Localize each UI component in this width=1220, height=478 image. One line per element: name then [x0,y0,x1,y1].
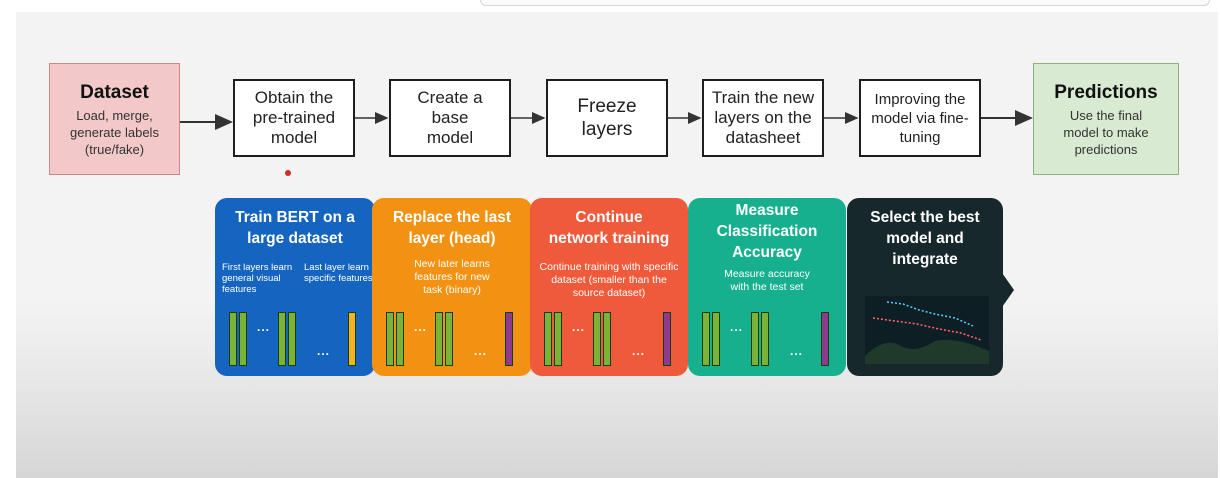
ellipsis: ... [474,344,488,358]
ellipsis: ... [414,320,428,334]
card-title: Continue network training [548,209,670,247]
card-title: Train BERT on a large dataset [235,209,355,247]
green-layer [239,312,247,366]
last-layer [505,312,513,366]
step-label: Obtain the pre-trained model [252,88,336,147]
green-layer [544,312,552,366]
green-layer [593,312,601,366]
last-layer [821,312,829,366]
step-fine-tuning: Improving the model via fine-tuning [859,79,981,157]
step-create-base-model: Create a base model [389,79,511,157]
green-layer [386,312,394,366]
dataset-description: Load, merge, generate labels (true/fake) [70,107,159,157]
green-layer [445,312,453,366]
step-freeze-layers: Freeze layers [546,79,668,157]
green-layer [278,312,286,366]
card-sub-first-layers: First layers learn general visual featur… [222,262,293,295]
green-layer [761,312,769,366]
card-description: New later learns features for new task (… [414,258,490,296]
laser-pointer-dot [285,170,291,176]
step-label: Freeze layers [577,96,637,140]
green-layer [712,312,720,366]
card-arrow-tip [1000,270,1014,310]
card-sub-last-layer: Last layer learn specific features [304,262,373,284]
green-layer [288,312,296,366]
card-title: Measure Classification Accuracy [716,202,818,261]
ellipsis: ... [257,320,271,334]
green-layer [751,312,759,366]
ellipsis: ... [572,320,586,334]
green-layer [554,312,562,366]
green-layer [229,312,237,366]
step-label: Create a base model [417,88,483,147]
dataset-title: Dataset [80,81,149,103]
green-layer [702,312,710,366]
step-label: Train the new layers on the datasheet [711,88,815,147]
step-obtain-pretrained-model: Obtain the pre-trained model [233,79,355,157]
map-thumbnail [865,296,989,364]
predictions-description: Use the final model to make predictions [1063,107,1149,157]
card-description: Measure accuracy with the test set [724,268,810,293]
green-layer [603,312,611,366]
green-layer [435,312,443,366]
card-description: Continue training with specific dataset … [539,261,679,299]
step-train-new-layers: Train the new layers on the datasheet [702,79,824,157]
card-title: Select the best model and integrate [870,209,980,268]
ellipsis: ... [730,320,744,334]
last-layer [663,312,671,366]
step-label: Improving the model via fine-tuning [871,90,969,146]
ellipsis: ... [317,344,331,358]
last-layer [348,312,356,366]
predictions-box: Predictions Use the final model to make … [1033,63,1179,175]
card-title: Replace the last layer (head) [392,209,512,247]
ellipsis: ... [790,344,804,358]
predictions-title: Predictions [1054,81,1158,103]
dataset-box: Dataset Load, merge, generate labels (tr… [49,63,180,175]
green-layer [396,312,404,366]
ellipsis: ... [632,344,646,358]
